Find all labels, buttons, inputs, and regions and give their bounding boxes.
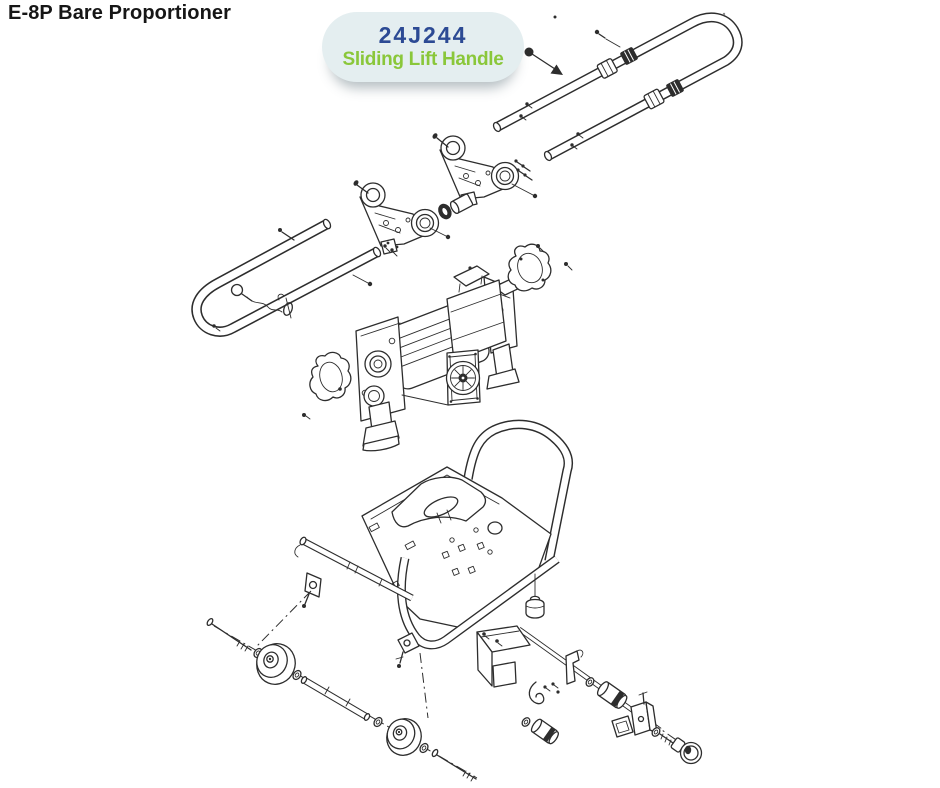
tray-bracket [476,625,531,688]
cover-screws [302,244,573,420]
bracket-plate [359,182,440,255]
roller-bracket-drawing [476,625,703,765]
bracket-screws [353,133,538,257]
sliding-lift-handle-drawing [492,12,743,162]
wheel [256,643,296,685]
access-cover-side [309,351,352,402]
access-cover-top [507,243,552,292]
bracket-plate [439,135,520,208]
cart-handle-drawing [191,218,382,337]
frame-corner-bracket [395,632,420,668]
part-name: Sliding Lift Handle [342,48,504,70]
rubber-foot [525,573,545,619]
handle-brackets-drawing [353,133,538,257]
page-title: E-8P Bare Proportioner [8,2,232,24]
part-number: 24J244 [378,22,468,49]
fan-shroud [445,349,481,406]
roller [596,681,628,709]
pump-assembly-drawing [302,243,573,452]
handle-screws [519,12,726,150]
retaining-knob [670,737,703,765]
wheel-axle-drawing [206,590,478,782]
angle-bracket [630,691,658,736]
callout-arrow-icon [524,47,563,75]
washer [253,647,429,754]
strut-bracket [294,544,322,608]
retaining-pin [230,283,294,319]
wheel [386,718,422,756]
deck-holes [368,521,503,591]
cart-handle-screws [212,228,373,332]
cart-frame-drawing [294,419,574,668]
roller [530,718,559,745]
handle-collars [596,47,684,110]
callout-bubble: 24J244 Sliding Lift Handle [322,12,524,82]
